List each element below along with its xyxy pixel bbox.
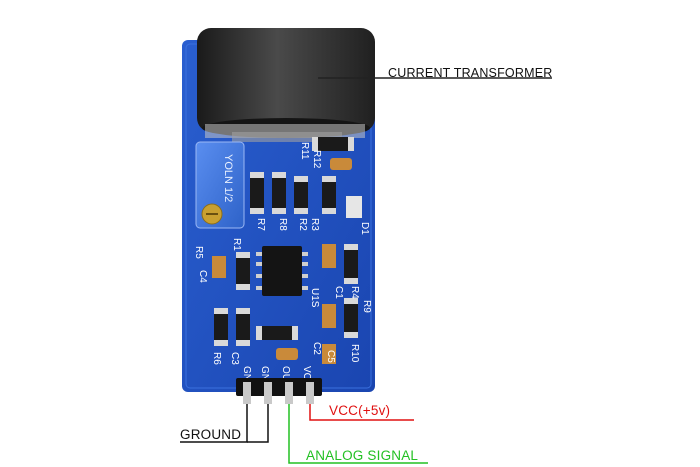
silk-d1: D1 [359, 222, 370, 235]
smd-resistor-r6 [236, 314, 250, 340]
label-analog-signal: ANALOG SIGNAL [306, 448, 419, 463]
smd-resistor-r11 [318, 137, 348, 151]
smd-diode-d1 [346, 196, 362, 218]
ic-pin [302, 252, 308, 256]
smd-pad [344, 298, 358, 304]
smd-pad [250, 172, 264, 178]
silk-r4: R4 [349, 286, 360, 299]
header-pin-labels: GND GND OUT VCC [241, 366, 312, 388]
silk-r12: R12 [311, 150, 322, 169]
smd-pad [236, 284, 250, 290]
silk-r10: R10 [349, 344, 360, 363]
smd-resistor-r9 [344, 304, 358, 332]
smd-pad [322, 208, 336, 214]
pin-label-vcc: VCC [301, 366, 312, 387]
smd-pad [294, 176, 308, 182]
silk-c4: C4 [197, 270, 208, 283]
smd-pad [294, 208, 308, 214]
smd-capacitor-c3 [276, 348, 298, 360]
silk-c3: C3 [229, 352, 240, 365]
current-transformer [197, 28, 375, 142]
silk-r8: R8 [277, 218, 288, 231]
smd-resistor-r7 [250, 178, 264, 208]
silk-r3: R3 [309, 218, 320, 231]
ic-pin [302, 286, 308, 290]
smd-pad [272, 208, 286, 214]
smd-pad [250, 208, 264, 214]
pin-label-gnd-2: GND [259, 366, 270, 388]
smd-pad [348, 137, 354, 151]
label-vcc: VCC(+5v) [329, 403, 391, 418]
smd-pad [214, 340, 228, 346]
ic-pin [256, 274, 262, 278]
label-current-transformer: CURRENT TRANSFORMER [388, 66, 553, 80]
transformer-body [197, 28, 375, 132]
smd-components [212, 137, 362, 364]
pin-header [236, 378, 322, 404]
ic-body [262, 246, 302, 296]
header-pin-gnd-1 [243, 382, 251, 404]
smd-pad [272, 172, 286, 178]
silk-r6: R6 [211, 352, 222, 365]
ic-pin [302, 262, 308, 266]
ic-pin [256, 252, 262, 256]
smd-pad [344, 278, 358, 284]
smd-resistor-r2 [294, 182, 308, 208]
leader-ground-pin-2 [247, 404, 269, 443]
ic-pin [256, 286, 262, 290]
header-pin-vcc [306, 382, 314, 404]
smd-resistor-r8 [272, 178, 286, 208]
smd-pad [236, 252, 250, 258]
ic-pin [256, 262, 262, 266]
smd-capacitor-c4 [212, 256, 226, 278]
label-ground: GROUND [180, 427, 242, 442]
silk-c1: C1 [333, 286, 344, 299]
smd-pad [214, 308, 228, 314]
silk-c5: C5 [325, 350, 336, 363]
leader-lines [180, 77, 552, 464]
pin-label-gnd-1: GND [241, 366, 252, 388]
smd-capacitor [330, 158, 352, 170]
silk-u1: U1S [309, 288, 320, 308]
header-pin-gnd-2 [264, 382, 272, 404]
silk-r1: R1 [231, 238, 242, 251]
pin-label-out: OUT [280, 366, 291, 387]
header-pin-out [285, 382, 293, 404]
ic-pin [302, 274, 308, 278]
smd-pad [344, 244, 358, 250]
smd-pad [292, 326, 298, 340]
pin-header-housing [236, 378, 322, 396]
smd-resistor [262, 326, 292, 340]
smd-pad [236, 340, 250, 346]
silk-r7: R7 [255, 218, 266, 231]
silkscreen-labels: R11 R12 R7 R8 R2 R3 R1 R4 R5 C4 C3 R6 C1… [193, 142, 372, 365]
silk-r2: R2 [297, 218, 308, 231]
smd-capacitor-c1 [322, 244, 336, 268]
smd-pad [236, 308, 250, 314]
transformer-core [232, 132, 342, 142]
silk-r5: R5 [193, 246, 204, 259]
silk-r11: R11 [299, 142, 310, 160]
leader-vcc [309, 404, 414, 421]
potentiometer: YOLN 1/2 [195, 141, 245, 229]
smd-pad [256, 326, 262, 340]
smd-pad [312, 137, 318, 151]
smd-resistor-r1 [236, 258, 250, 284]
leader-analog-signal [288, 404, 428, 464]
smd-resistor-r4 [344, 250, 358, 278]
smd-capacitor-c5 [322, 344, 336, 364]
potentiometer-marking: YOLN 1/2 [222, 154, 234, 202]
silk-r9: R9 [361, 300, 372, 313]
ic-chip [256, 246, 308, 296]
smd-pad [322, 176, 336, 182]
smd-capacitor-c2 [322, 304, 336, 328]
silk-c2: C2 [311, 342, 322, 355]
smd-resistor-r5 [214, 314, 228, 340]
smd-pad [344, 332, 358, 338]
smd-resistor-r3 [322, 182, 336, 208]
